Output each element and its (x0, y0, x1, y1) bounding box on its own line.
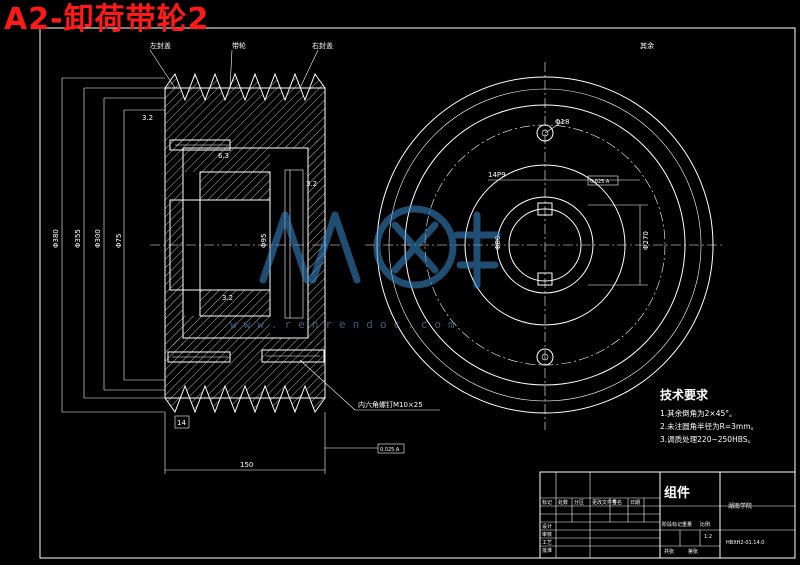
bolt-bottom (167, 349, 325, 363)
rim-hatch-top (165, 74, 325, 148)
title-block-name: 组件 (664, 486, 691, 501)
label-tol-left: 14P9 (488, 171, 506, 179)
tb-cell-7: 审核 (542, 532, 553, 538)
bottom-tolerance: 0.025 A (380, 447, 400, 453)
surface-note: 其余 (640, 41, 654, 50)
label-right-seal: 右封盖 (312, 41, 333, 50)
label-left-seal: 左封盖 (150, 41, 171, 50)
watermark-text: www.renrendoc.com (230, 318, 462, 331)
tech-heading: 技术要求 (660, 388, 709, 402)
inner-cavity (182, 147, 309, 339)
title-block (539, 471, 796, 559)
roughness-2: 6.3 (218, 152, 229, 160)
dim-d3: Φ300 (94, 229, 102, 248)
roughness-4: 3.2 (222, 294, 233, 302)
tb-cell-9: 批准 (542, 548, 553, 554)
tb-cell-6: 设计 (542, 524, 553, 530)
title-block-drawing-no: HBXH2-01.14.0 (726, 540, 765, 546)
bearing-seat (284, 169, 304, 319)
dim-d4: Φ75 (115, 234, 123, 248)
tech-item-2: 2.未注圆角半径为R=3mm。 (660, 422, 759, 431)
dim-b: Φ270 (642, 231, 650, 250)
dim-width: 150 (240, 461, 253, 469)
watermark-logo-icon (259, 205, 501, 289)
hub-hatch-top (183, 148, 270, 200)
tb-cell-13: 1:2 (704, 534, 713, 540)
left-flange-hatch (165, 140, 183, 345)
dim-d2: Φ355 (74, 229, 82, 248)
technical-requirements: 技术要求 1.其余倒角为2×45°。 2.未注圆角半径为R=3mm。 3.调质处… (660, 386, 758, 446)
roughness-3: 3.2 (306, 180, 317, 188)
tb-cell-5: 日期 (630, 500, 641, 506)
tb-cell-11: 重量 (682, 522, 693, 528)
tb-cell-2: 分区 (574, 500, 585, 506)
dim-d5: Φ95 (260, 234, 268, 248)
diameter-dims (61, 77, 165, 413)
tb-cell-15: 第张 (688, 549, 699, 555)
bolt-top (169, 139, 231, 151)
rim-hatch-bottom (165, 338, 325, 412)
hub-hatch-bottom (183, 290, 270, 338)
label-bolt: 内六角螺钉M10×25 (358, 400, 423, 409)
right-flange-hatch (308, 140, 325, 345)
tech-item-1: 1.其余倒角为2×45°。 (660, 409, 737, 418)
label-pulley: 带轮 (232, 41, 246, 50)
label-tol-right: 0.025 A (590, 179, 610, 185)
dim-key: 14 (177, 419, 186, 427)
roughness-1: 3.2 (142, 114, 153, 122)
label-hole: Φ18 (555, 118, 569, 126)
drawing-title: A2-卸荷带轮2 (4, 2, 210, 37)
dim-a: Φ80 (494, 236, 502, 250)
tb-cell-10: 阶段标记 (662, 522, 683, 528)
tb-cell-1: 处数 (558, 500, 569, 506)
title-block-school: 湖南学院 (728, 503, 753, 510)
tb-cell-8: 工艺 (542, 540, 553, 546)
drawing-border (39, 27, 796, 559)
tb-cell-4: 签名 (612, 500, 623, 506)
tb-cell-0: 标记 (542, 500, 553, 506)
tech-item-3: 3.调质处理220~250HBS。 (660, 435, 755, 444)
tb-cell-14: 共张 (664, 549, 675, 555)
dim-d1: Φ380 (52, 229, 60, 248)
front-view: Φ18 14P9 0.025 A Φ80 Φ270 其余 (365, 41, 725, 430)
tb-cell-12: 比例 (700, 522, 711, 528)
tb-cell-3: 更改文件号 (592, 500, 618, 506)
